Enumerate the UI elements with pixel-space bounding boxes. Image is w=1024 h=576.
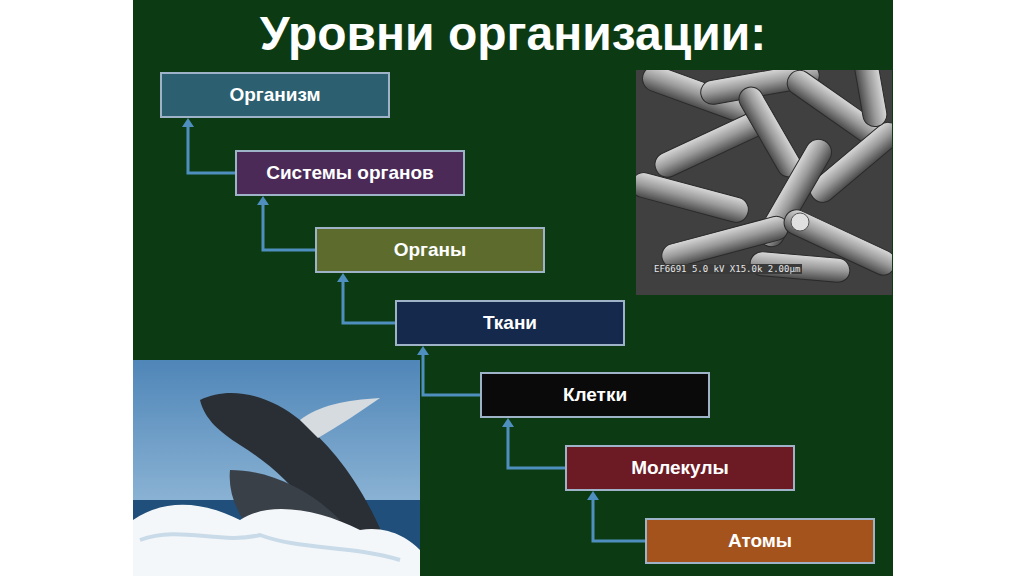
level-arrow xyxy=(587,491,645,541)
level-label: Организм xyxy=(229,84,320,106)
bacteria-micrograph xyxy=(636,70,892,295)
level-label: Ткани xyxy=(483,312,537,334)
level-box: Органы xyxy=(315,227,545,273)
level-arrow xyxy=(417,346,480,395)
level-label: Органы xyxy=(394,239,467,261)
level-arrow xyxy=(502,418,565,468)
level-label: Клетки xyxy=(563,384,627,406)
slide-title: Уровни организации: xyxy=(133,4,893,64)
micrograph-caption: EF6691 5.0 kV X15.0k 2.00µm xyxy=(652,264,802,274)
level-box: Ткани xyxy=(395,300,625,346)
level-label: Системы органов xyxy=(266,162,434,184)
level-box: Организм xyxy=(160,72,390,118)
level-box: Атомы xyxy=(645,518,875,564)
level-label: Атомы xyxy=(728,530,792,552)
level-box: Системы органов xyxy=(235,150,465,196)
level-box: Молекулы xyxy=(565,445,795,491)
level-box: Клетки xyxy=(480,372,710,418)
level-arrow xyxy=(257,196,315,250)
level-label: Молекулы xyxy=(631,457,728,479)
level-arrow xyxy=(182,118,235,173)
level-arrow xyxy=(337,273,395,323)
whale-photo xyxy=(133,360,420,576)
